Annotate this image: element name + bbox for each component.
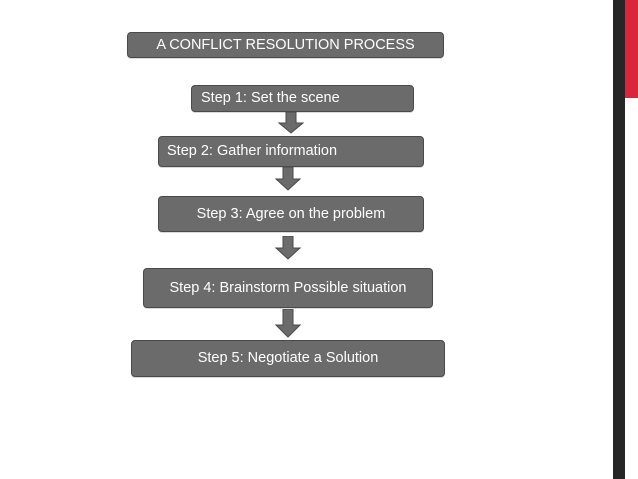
step-1-box: Step 1: Set the scene xyxy=(191,85,414,112)
step-4-box: Step 4: Brainstorm Possible situation xyxy=(143,268,433,308)
down-arrow-icon xyxy=(275,236,301,260)
down-arrow-icon xyxy=(278,112,304,134)
down-arrow-icon xyxy=(275,309,301,338)
step-3-box: Step 3: Agree on the problem xyxy=(158,196,424,232)
down-arrow-icon xyxy=(275,167,301,191)
side-bar-dark xyxy=(613,0,625,479)
step-5-box: Step 5: Negotiate a Solution xyxy=(131,340,445,377)
side-bar-accent xyxy=(625,0,638,98)
step-2-box: Step 2: Gather information xyxy=(158,136,424,167)
diagram-title: A CONFLICT RESOLUTION PROCESS xyxy=(127,32,444,58)
